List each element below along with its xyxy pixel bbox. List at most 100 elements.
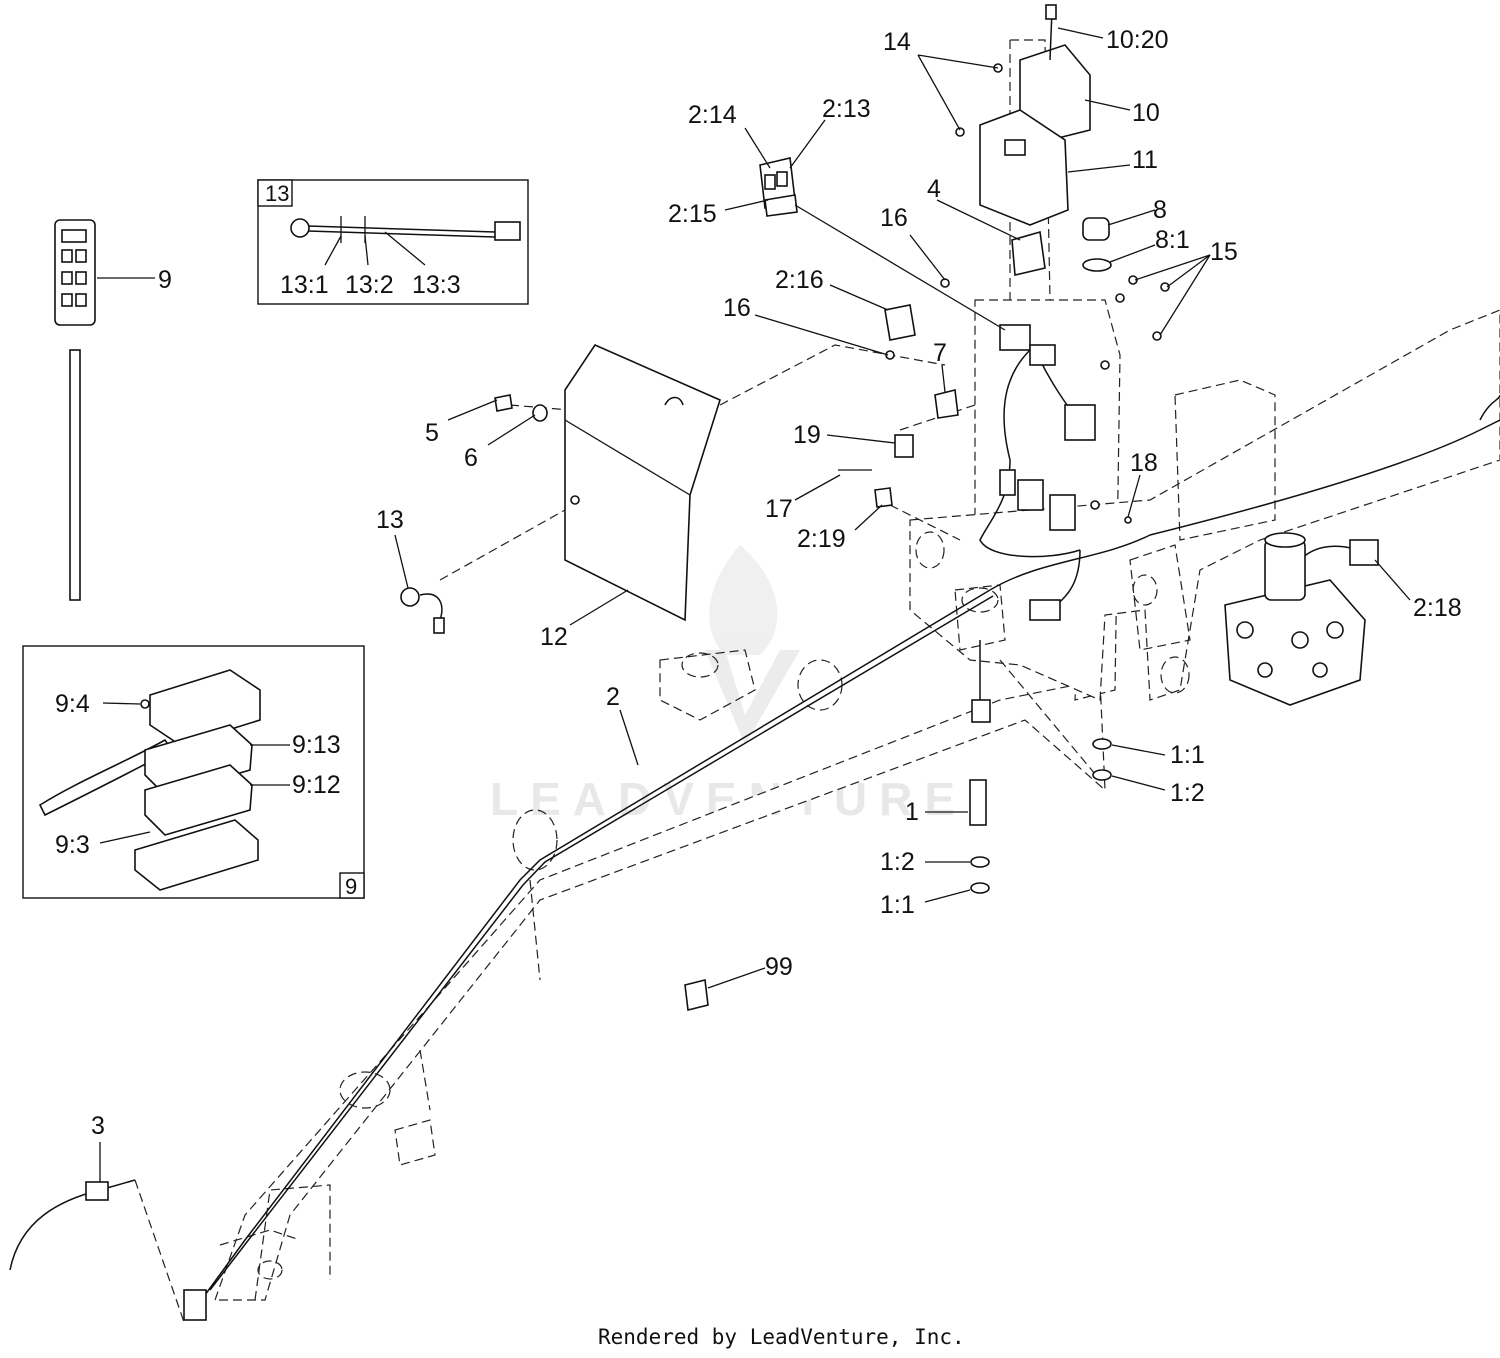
callout-5: 5 <box>425 419 439 447</box>
leader-13-part <box>394 534 409 589</box>
boom-edges <box>419 879 541 1111</box>
harness-connectors <box>971 324 1379 723</box>
callout-16-a: 16 <box>880 204 908 232</box>
boom-guide-ring-mid <box>512 809 558 871</box>
callout-2: 2 <box>606 683 620 711</box>
callout-15: 15 <box>1210 238 1238 266</box>
boom-guide-ring-high <box>797 659 843 711</box>
label-13-1: 13:1 <box>280 271 329 299</box>
inset-13-tag: 13 <box>265 181 289 206</box>
hitch-clevis <box>954 584 1006 651</box>
leader-18 <box>1127 474 1141 518</box>
connector-2-13-mated <box>999 324 1031 351</box>
mast-small-parts <box>838 217 1170 524</box>
washer-1-1-upper <box>1092 738 1112 750</box>
boom-sleeve <box>394 1119 436 1166</box>
label-9-12: 9:12 <box>292 771 341 799</box>
footer-credit: Rendered by LeadVenture, Inc. <box>598 1325 965 1349</box>
connector-mast-b <box>1064 404 1096 441</box>
boom-end-bracket <box>254 1184 331 1301</box>
hitch-clevis-hole <box>961 587 999 613</box>
leader-2-14 <box>744 127 771 169</box>
relay-4 <box>1011 230 1046 276</box>
switch-13-lead <box>419 593 443 621</box>
boom-outline <box>214 679 1106 1301</box>
fuse-99 <box>684 979 709 1011</box>
callout-8-1: 8:1 <box>1155 226 1190 254</box>
leader-15-a <box>1134 254 1211 281</box>
harness-lead-left <box>9 1189 101 1271</box>
leader-13-2 <box>364 235 369 266</box>
transmitter-button-6 <box>75 293 87 307</box>
inset-13-plug <box>494 221 521 241</box>
beam-upright-plate <box>1174 379 1276 541</box>
inset-13-wire <box>307 225 496 233</box>
callout-4: 4 <box>927 175 941 203</box>
callout-16-b: 16 <box>723 294 751 322</box>
washer-6 <box>532 404 548 422</box>
transmitter-button-1 <box>61 249 73 263</box>
callout-1-1-a: 1:1 <box>1170 741 1205 769</box>
leader-2-18 <box>1374 559 1411 601</box>
turret-hole <box>915 531 945 569</box>
harness-cross-run <box>989 419 1500 591</box>
leader-17 <box>794 474 841 501</box>
connector-mast-a <box>1029 344 1056 366</box>
nut-15-d <box>1152 331 1162 341</box>
callout-2-13: 2:13 <box>822 95 871 123</box>
connector-mast-c <box>1017 479 1044 511</box>
connector-3-part <box>85 1179 207 1326</box>
callout-1-2-a: 1:2 <box>1170 779 1205 807</box>
pivot-hole <box>681 652 719 678</box>
transmitter-button-5 <box>61 293 73 307</box>
relay-wire <box>794 204 1006 331</box>
inset-13-wire-2 <box>307 230 496 238</box>
screw-14-b <box>955 127 965 137</box>
valve-port-5 <box>1312 662 1328 678</box>
tie-19 <box>894 434 914 458</box>
bolt-5 <box>494 394 513 412</box>
leader-9-4 <box>102 702 141 705</box>
leader-1-2-a <box>1111 775 1166 791</box>
watermark: LEADVENTURE <box>490 545 955 825</box>
leader-6 <box>487 414 536 446</box>
label-13-3: 13:3 <box>412 271 461 299</box>
leader-15-b <box>1166 254 1211 288</box>
valve-port-4 <box>1257 662 1273 678</box>
leader-10 <box>1084 99 1131 111</box>
leader-2-15 <box>724 199 769 211</box>
inset-9-gasket-12 <box>144 764 253 836</box>
antenna-tip <box>1045 4 1057 20</box>
callout-14: 14 <box>883 28 911 56</box>
leader-7 <box>941 364 946 393</box>
beam-hole-right <box>1160 656 1190 694</box>
screw-18 <box>1124 516 1132 524</box>
cover-panel <box>494 343 721 622</box>
connector-drop <box>1029 599 1061 621</box>
inset-13: 13 13:1 13:2 13:3 <box>257 179 529 305</box>
fastener-mast <box>1090 500 1100 510</box>
label-9-3: 9:3 <box>55 831 90 859</box>
label-9-4: 9:4 <box>55 690 90 718</box>
leader-14-a <box>917 54 999 69</box>
callout-13: 13 <box>376 506 404 534</box>
callout-11: 11 <box>1132 146 1158 174</box>
switch-13-plug <box>433 617 445 634</box>
harness-boom-run-2 <box>209 595 994 1291</box>
callout-9: 9 <box>158 266 172 294</box>
callout-6: 6 <box>464 444 478 472</box>
nut-15-c <box>1115 293 1125 303</box>
v-logo-icon <box>705 650 800 745</box>
explode-line-1-1 <box>999 659 1101 781</box>
bracket-11-label <box>1004 139 1026 156</box>
callout-99: 99 <box>765 953 793 981</box>
connector-3-explode <box>134 1179 186 1326</box>
receiver-assembly <box>955 4 1091 226</box>
seal-8-1 <box>1082 258 1112 272</box>
leader-4 <box>936 199 1021 241</box>
leader-14-b <box>917 54 961 131</box>
cover-fold <box>564 419 691 496</box>
harness-mast-loop <box>979 349 1081 558</box>
clip-7 <box>934 389 959 419</box>
seal-1-2-lower <box>970 856 990 868</box>
